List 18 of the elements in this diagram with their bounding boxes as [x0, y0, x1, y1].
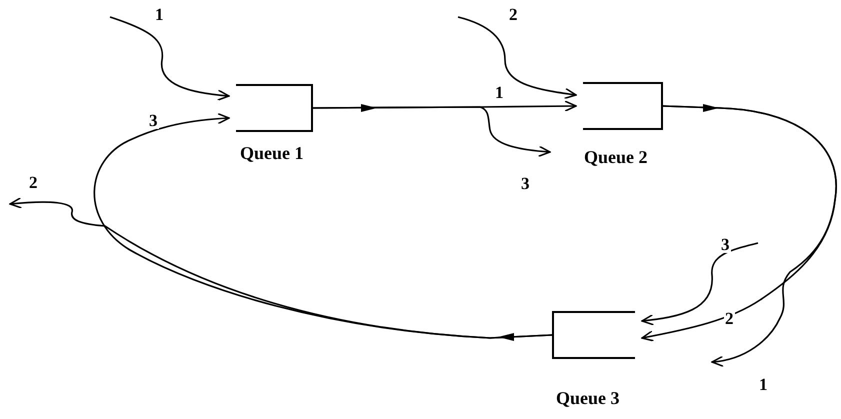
arrow	[313, 106, 551, 157]
arrow	[641, 242, 758, 326]
edge-label: 2	[28, 174, 38, 191]
edge-label: 3	[720, 236, 730, 253]
arrow	[458, 16, 577, 100]
edge-label: 1	[154, 6, 164, 23]
edge-label: 3	[520, 175, 530, 192]
queue-label: Queue 3	[556, 389, 620, 407]
edge-label: 2	[508, 6, 518, 23]
queue-label: Queue 1	[240, 144, 304, 162]
edge-label: 2	[724, 310, 734, 327]
edge-label: 1	[494, 84, 504, 101]
arrow	[9, 197, 552, 339]
edge-label: 1	[758, 376, 768, 393]
queue-label: Queue 2	[584, 148, 648, 166]
arrow	[110, 16, 230, 101]
edge-label: 3	[148, 112, 158, 129]
arrow	[662, 105, 837, 367]
